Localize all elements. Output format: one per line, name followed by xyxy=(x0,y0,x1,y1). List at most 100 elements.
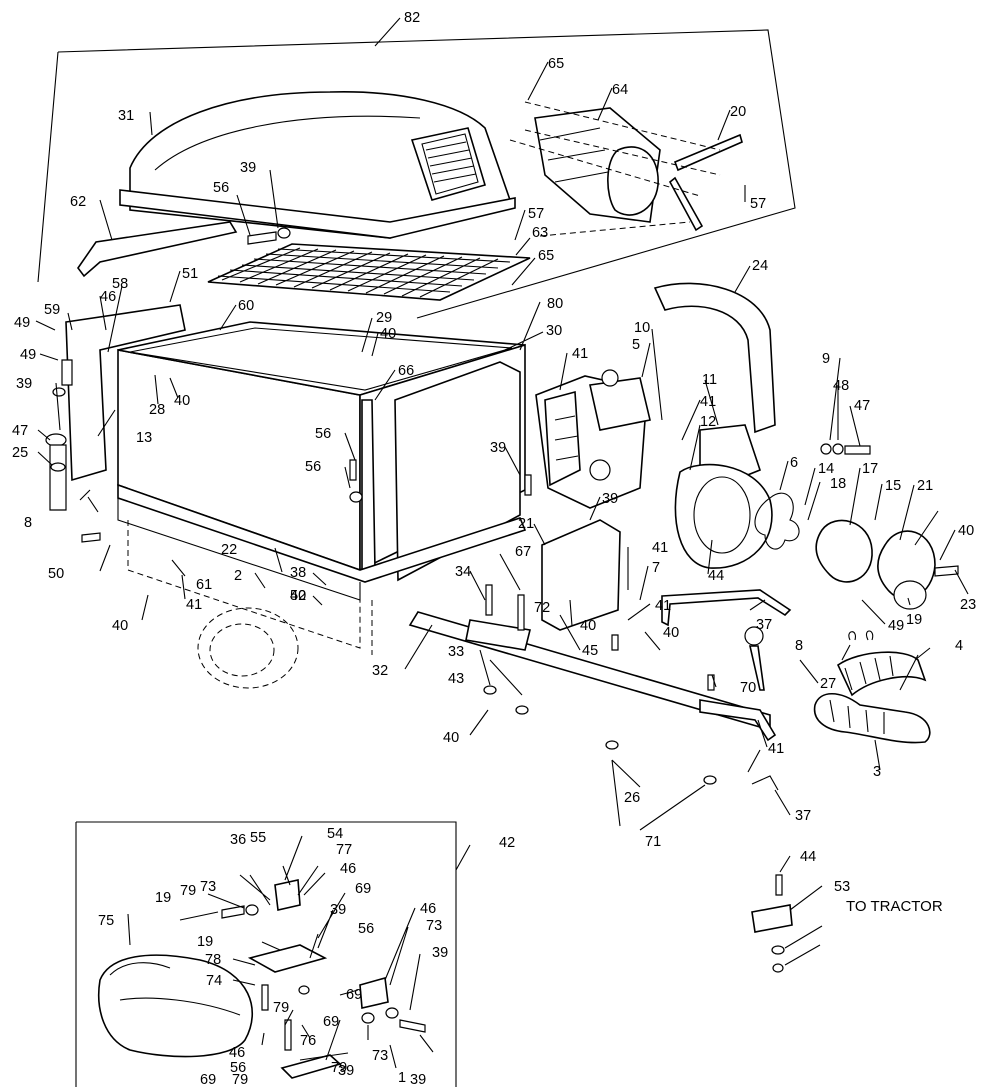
callout-36: 36 xyxy=(230,832,246,848)
bracket-strip xyxy=(673,133,743,172)
callout-25: 25 xyxy=(12,445,28,461)
callout-21: 21 xyxy=(518,516,534,532)
callout-79: 79 xyxy=(232,1072,248,1087)
callout-42: 42 xyxy=(499,835,515,851)
hood-part xyxy=(119,91,516,239)
callout-6: 6 xyxy=(790,455,798,471)
callout-51: 51 xyxy=(182,266,198,282)
callout-47: 47 xyxy=(12,423,28,439)
callout-56: 56 xyxy=(305,459,321,475)
bracket-strip-lower xyxy=(668,176,704,232)
callout-67: 67 xyxy=(515,544,531,560)
hitch-plate xyxy=(465,619,531,651)
callout-72: 72 xyxy=(534,600,550,616)
housing-cover xyxy=(815,519,873,583)
wheel xyxy=(197,607,299,689)
callout-4: 4 xyxy=(955,638,963,654)
clip xyxy=(751,775,779,791)
callout-69: 69 xyxy=(200,1072,216,1087)
hardware xyxy=(45,227,959,973)
callout-30: 30 xyxy=(546,323,562,339)
angle-bracket xyxy=(359,976,389,1009)
callout-17: 17 xyxy=(862,461,878,477)
callout-15: 15 xyxy=(885,478,901,494)
callout-57: 57 xyxy=(528,206,544,222)
callout-19: 19 xyxy=(197,934,213,950)
callout-46: 46 xyxy=(229,1045,245,1061)
callout-33: 33 xyxy=(448,644,464,660)
hitch-pin xyxy=(744,626,765,691)
callout-73: 73 xyxy=(200,879,216,895)
callout-63: 63 xyxy=(532,225,548,241)
callout-29: 29 xyxy=(376,310,392,326)
callout-65: 65 xyxy=(548,56,564,72)
callout-41: 41 xyxy=(655,598,671,614)
callout-18: 18 xyxy=(830,476,846,492)
callout-3: 3 xyxy=(873,764,881,780)
callout-44: 44 xyxy=(800,849,816,865)
callout-41: 41 xyxy=(652,540,668,556)
callout-70: 70 xyxy=(740,680,756,696)
callout-20: 20 xyxy=(730,104,746,120)
callout-39: 39 xyxy=(16,376,32,392)
callout-32: 32 xyxy=(372,663,388,679)
callout-2: 2 xyxy=(234,568,242,584)
callout-39: 39 xyxy=(490,440,506,456)
chute-adapter-part xyxy=(534,107,661,223)
callout-7: 7 xyxy=(652,560,660,576)
callout-40: 40 xyxy=(112,618,128,634)
callout-39: 39 xyxy=(338,1063,354,1079)
callout-labels: 8265642057313956625763652451605846594980… xyxy=(12,10,976,1087)
callout-44: 44 xyxy=(708,568,724,584)
callout-34: 34 xyxy=(455,564,471,580)
callout-79: 79 xyxy=(273,1000,289,1016)
callout-40: 40 xyxy=(663,625,679,641)
callout-56: 56 xyxy=(358,921,374,937)
base-frame xyxy=(117,483,527,601)
callout-12: 12 xyxy=(700,414,716,430)
callout-8: 8 xyxy=(795,638,803,654)
callout-76: 76 xyxy=(300,1033,316,1049)
callout-46: 46 xyxy=(420,901,436,917)
callout-58: 58 xyxy=(112,276,128,292)
callout-37: 37 xyxy=(795,808,811,824)
callout-39: 39 xyxy=(330,902,346,918)
callout-60: 60 xyxy=(238,298,254,314)
callout-31: 31 xyxy=(118,108,134,124)
mount-bracket xyxy=(699,699,777,742)
callout-73: 73 xyxy=(372,1048,388,1064)
callout-80: 80 xyxy=(547,296,563,312)
callout-56: 56 xyxy=(230,1060,246,1076)
callout-56: 56 xyxy=(213,180,229,196)
callout-53: 53 xyxy=(834,879,850,895)
callout-61: 61 xyxy=(196,577,212,593)
callout-47: 47 xyxy=(854,398,870,414)
callout-39: 39 xyxy=(410,1072,426,1087)
callout-26: 26 xyxy=(624,790,640,806)
callout-13: 13 xyxy=(136,430,152,446)
callout-41: 41 xyxy=(186,597,202,613)
callout-40: 40 xyxy=(443,730,459,746)
callout-39: 39 xyxy=(602,491,618,507)
callout-39: 39 xyxy=(432,945,448,961)
inset-hardware xyxy=(221,904,426,1051)
callout-46: 46 xyxy=(100,289,116,305)
callout-69: 69 xyxy=(346,987,362,1003)
kit-82-outline xyxy=(37,29,796,319)
callout-37: 37 xyxy=(756,617,772,633)
chute-cap-detail xyxy=(109,962,241,1016)
inlet-cone xyxy=(877,530,936,610)
leader-lines xyxy=(35,17,969,1069)
callout-19: 19 xyxy=(155,890,171,906)
callout-8: 8 xyxy=(24,515,32,531)
callout-28: 28 xyxy=(149,402,165,418)
blower-housing xyxy=(674,424,773,569)
callout-27: 27 xyxy=(820,676,836,692)
hoses xyxy=(813,630,931,744)
callout-62: 62 xyxy=(70,194,86,210)
callout-9: 9 xyxy=(822,351,830,367)
callout-52: 52 xyxy=(290,588,306,604)
engine xyxy=(535,369,651,509)
callout-49: 49 xyxy=(14,315,30,331)
